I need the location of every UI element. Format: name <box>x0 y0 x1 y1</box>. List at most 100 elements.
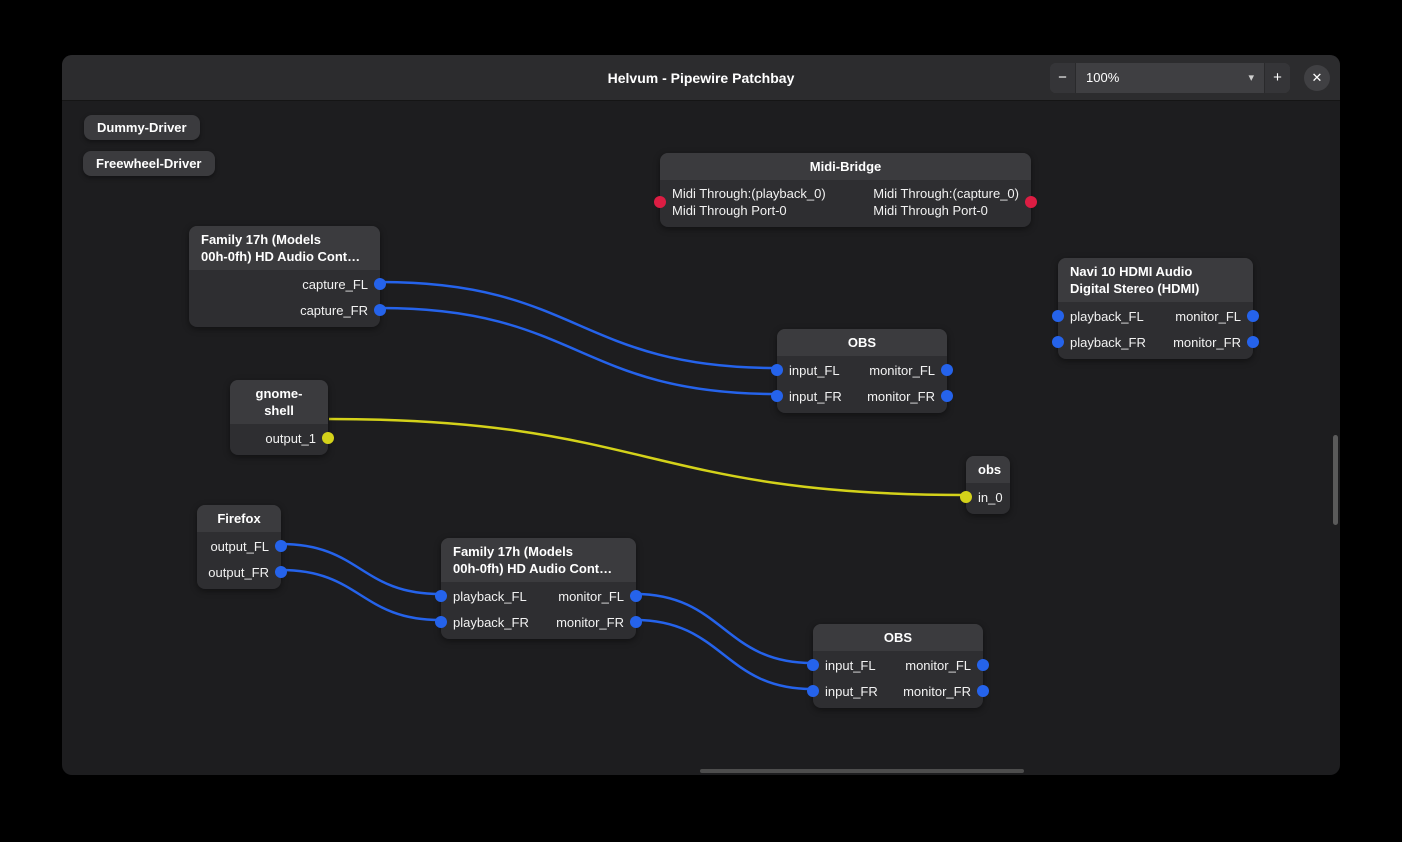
port-row: playback_FR monitor_FR <box>435 609 642 635</box>
port-row: output_FL <box>197 533 287 559</box>
port-dot-input-fr[interactable] <box>807 685 819 697</box>
port-row: Midi Through:(playback_0) Midi Through P… <box>654 181 1037 223</box>
node-title[interactable]: Midi-Bridge <box>660 153 1031 180</box>
port-label-playback-fl: playback_FL <box>1070 308 1144 324</box>
port-label-monitor-fr: monitor_FR <box>556 614 624 630</box>
port-label-playback-fr: playback_FR <box>1070 334 1146 350</box>
port-row: playback_FL monitor_FL <box>1052 303 1259 329</box>
port-row: playback_FL monitor_FL <box>435 583 642 609</box>
zoom-control: − 100% ▾ + <box>1050 62 1290 93</box>
port-dot-input-fl[interactable] <box>807 659 819 671</box>
node-title[interactable]: OBS <box>777 329 947 356</box>
port-row: input_FR monitor_FR <box>807 678 989 704</box>
close-window-button[interactable]: ✕ <box>1304 64 1330 91</box>
port-label-monitor-fr: monitor_FR <box>867 388 935 404</box>
connection-audio[interactable] <box>280 542 441 596</box>
plus-icon: + <box>1273 69 1282 86</box>
port-label-capture-fr: capture_FR <box>300 302 368 318</box>
port-dot-midi-in[interactable] <box>654 196 666 208</box>
port-dot-playback-fr[interactable] <box>435 616 447 628</box>
port-label-playback-fr: playback_FR <box>453 614 529 630</box>
connection-audio[interactable] <box>634 618 813 691</box>
node-title[interactable]: Family 17h (Models 00h-0fh) HD Audio Con… <box>441 538 636 582</box>
port-label-in-0: in_0 <box>978 489 1003 505</box>
port-row: output_1 <box>230 425 334 451</box>
node-title[interactable]: obs <box>966 456 1010 483</box>
horizontal-scrollbar[interactable] <box>700 769 1024 773</box>
port-label-input-fl: input_FL <box>789 362 840 378</box>
connection-video[interactable] <box>328 417 966 497</box>
port-row: playback_FR monitor_FR <box>1052 329 1259 355</box>
patchbay-canvas[interactable]: Dummy-Driver Freewheel-Driver Midi-Bridg… <box>62 101 1340 775</box>
port-dot-capture-fl[interactable] <box>374 278 386 290</box>
connection-audio[interactable] <box>380 280 777 370</box>
node-obs-screen: obs in_0 <box>960 456 1010 514</box>
port-row: capture_FR <box>189 297 386 323</box>
port-dot-monitor-fr[interactable] <box>941 390 953 402</box>
vertical-scrollbar[interactable] <box>1333 435 1338 525</box>
port-dot-monitor-fr[interactable] <box>977 685 989 697</box>
window-title: Helvum - Pipewire Patchbay <box>607 69 795 86</box>
node-title[interactable]: Navi 10 HDMI Audio Digital Stereo (HDMI) <box>1058 258 1253 302</box>
port-row: in_0 <box>960 484 1010 510</box>
port-label-output-fl: output_FL <box>210 538 269 554</box>
port-row: input_FL monitor_FL <box>807 652 989 678</box>
node-obs-top: OBS input_FL monitor_FL input_FR monitor… <box>771 329 953 413</box>
port-label-monitor-fr: monitor_FR <box>903 683 971 699</box>
node-freewheel-driver[interactable]: Freewheel-Driver <box>83 151 215 176</box>
chevron-down-icon: ▾ <box>1248 72 1254 84</box>
port-dot-capture-fr[interactable] <box>374 304 386 316</box>
port-label-input-fr: input_FR <box>789 388 842 404</box>
port-dot-monitor-fl[interactable] <box>1247 310 1259 322</box>
zoom-out-button[interactable]: − <box>1050 62 1076 93</box>
port-dot-monitor-fl[interactable] <box>630 590 642 602</box>
port-dot-monitor-fr[interactable] <box>1247 336 1259 348</box>
port-label-monitor-fr: monitor_FR <box>1173 334 1241 350</box>
node-title[interactable]: Family 17h (Models 00h-0fh) HD Audio Con… <box>189 226 380 270</box>
port-dot-playback-fr[interactable] <box>1052 336 1064 348</box>
port-row: output_FR <box>197 559 287 585</box>
port-dot-output-fr[interactable] <box>275 566 287 578</box>
zoom-level-dropdown[interactable]: 100% ▾ <box>1076 62 1264 93</box>
zoom-level-value: 100% <box>1086 70 1120 85</box>
node-title[interactable]: gnome-shell <box>230 380 328 424</box>
port-dot-playback-fl[interactable] <box>1052 310 1064 322</box>
port-label-playback-fl: playback_FL <box>453 588 527 604</box>
node-family17h-capture: Family 17h (Models 00h-0fh) HD Audio Con… <box>189 226 386 327</box>
connection-audio[interactable] <box>634 592 813 665</box>
connection-audio[interactable] <box>380 306 777 396</box>
port-label-midi-out: Midi Through:(capture_0) Midi Through Po… <box>873 186 1019 218</box>
port-row: input_FL monitor_FL <box>771 357 953 383</box>
node-title[interactable]: OBS <box>813 624 983 651</box>
port-dot-midi-out[interactable] <box>1025 196 1037 208</box>
port-dot-playback-fl[interactable] <box>435 590 447 602</box>
port-label-monitor-fl: monitor_FL <box>558 588 624 604</box>
node-title[interactable]: Firefox <box>197 505 281 532</box>
port-dot-monitor-fl[interactable] <box>941 364 953 376</box>
connection-audio[interactable] <box>280 568 441 622</box>
port-label-monitor-fl: monitor_FL <box>869 362 935 378</box>
node-firefox: Firefox output_FL output_FR <box>197 505 287 589</box>
port-label-input-fr: input_FR <box>825 683 878 699</box>
minus-icon: − <box>1058 69 1067 86</box>
node-gnome-shell: gnome-shell output_1 <box>230 380 334 455</box>
port-row: input_FR monitor_FR <box>771 383 953 409</box>
port-dot-input-fl[interactable] <box>771 364 783 376</box>
port-label-output-1: output_1 <box>265 430 316 446</box>
header-controls: − 100% ▾ + ✕ <box>1050 62 1330 93</box>
port-dot-monitor-fr[interactable] <box>630 616 642 628</box>
header-bar[interactable]: Helvum - Pipewire Patchbay − 100% ▾ + ✕ <box>62 55 1340 101</box>
node-obs-bottom: OBS input_FL monitor_FL input_FR monitor… <box>807 624 989 708</box>
port-dot-output-1[interactable] <box>322 432 334 444</box>
port-label-midi-in: Midi Through:(playback_0) Midi Through P… <box>672 186 826 218</box>
port-dot-output-fl[interactable] <box>275 540 287 552</box>
port-dot-monitor-fl[interactable] <box>977 659 989 671</box>
node-dummy-driver[interactable]: Dummy-Driver <box>84 115 200 140</box>
port-dot-input-fr[interactable] <box>771 390 783 402</box>
port-label-monitor-fl: monitor_FL <box>1175 308 1241 324</box>
port-label-capture-fl: capture_FL <box>302 276 368 292</box>
port-label-monitor-fl: monitor_FL <box>905 657 971 673</box>
zoom-in-button[interactable]: + <box>1264 62 1290 93</box>
close-icon: ✕ <box>1311 70 1323 85</box>
port-dot-in-0[interactable] <box>960 491 972 503</box>
